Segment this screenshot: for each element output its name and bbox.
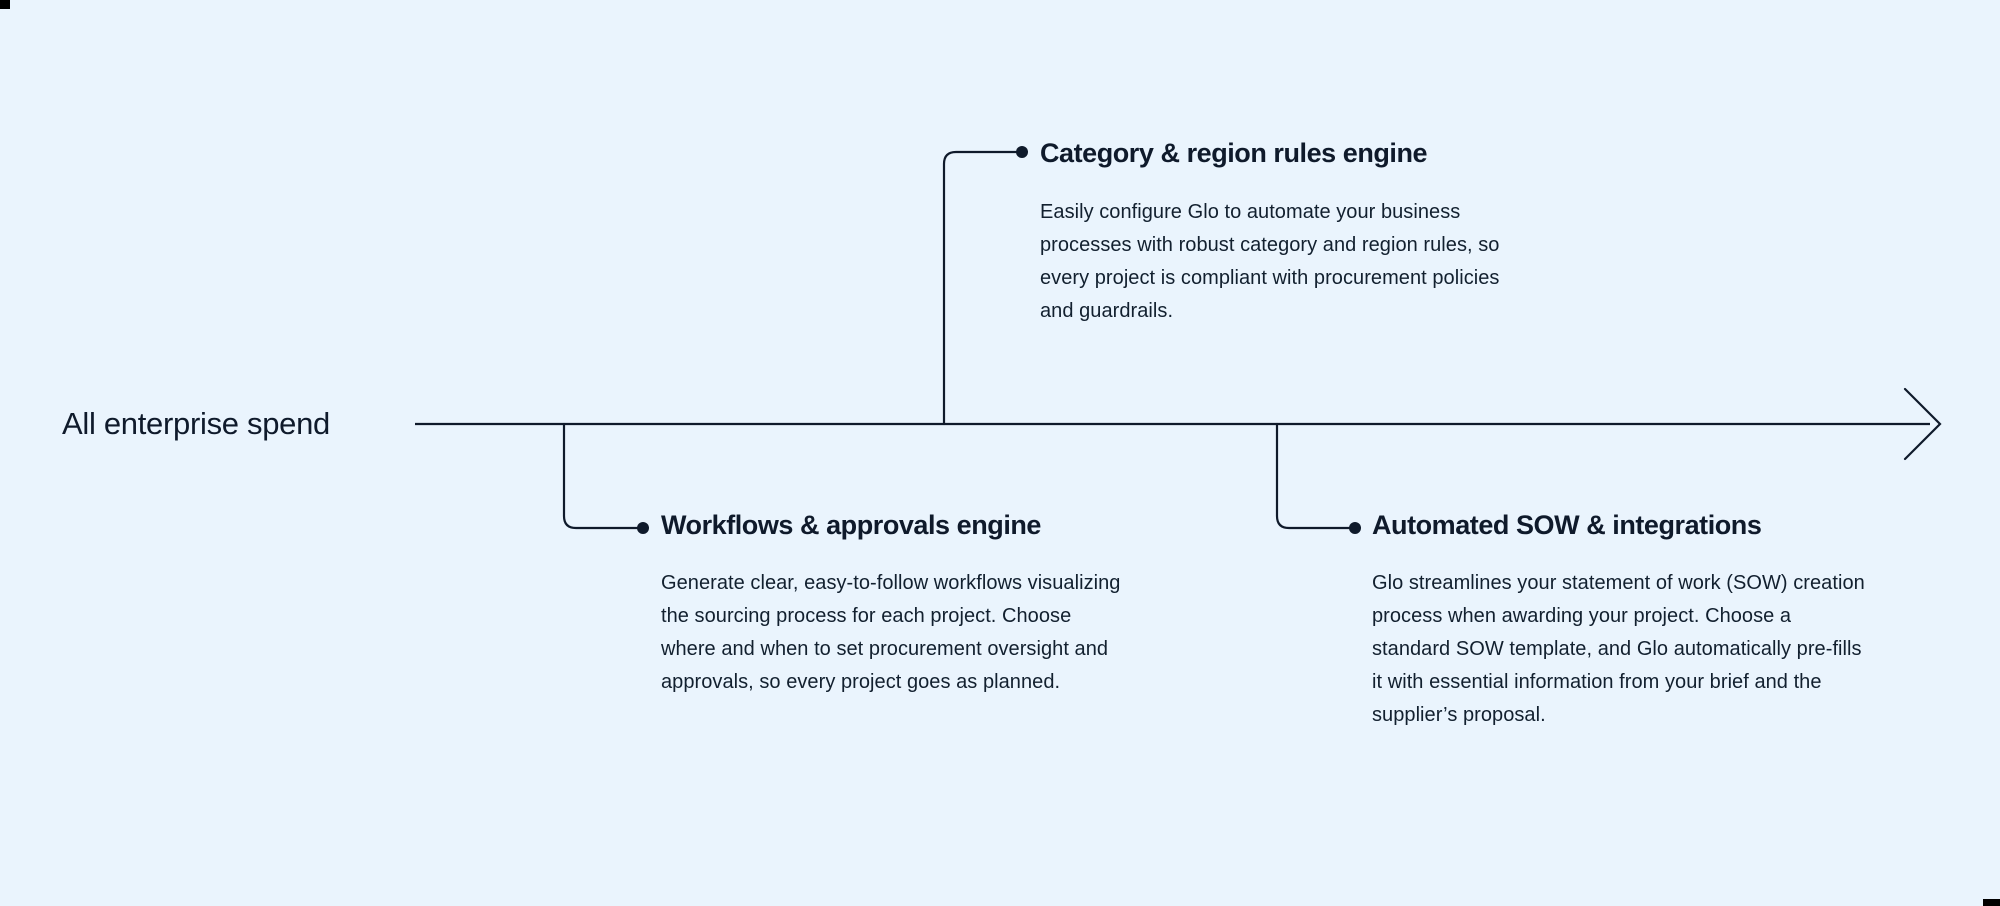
branch-automated-sow: Automated SOW & integrations Glo streaml… [1372,508,1872,732]
branch-node-dot-category [1016,146,1028,158]
branch-title-sow: Automated SOW & integrations [1372,510,1762,540]
branch-body-workflows: Generate clear, easy-to-follow workflows… [661,572,1121,693]
branch-body-category: Easily configure Glo to automate your bu… [1040,201,1500,322]
branch-connector-workflows [562,422,645,530]
corner-artifact-top-left [0,0,10,9]
branch-workflows-approvals: Workflows & approvals engine Generate cl… [661,508,1131,699]
branch-body-sow: Glo streamlines your statement of work (… [1372,572,1865,726]
timeline-arrowhead-icon [1903,387,1942,461]
branch-connector-category [942,150,1024,426]
branch-title-workflows: Workflows & approvals engine [661,510,1041,540]
corner-artifact-bottom-right [1983,899,2000,906]
branch-connector-sow [1275,422,1357,530]
branch-node-dot-sow [1349,522,1361,534]
branch-category-region-rules: Category & region rules engine Easily co… [1040,136,1510,328]
branch-title-category: Category & region rules engine [1040,138,1428,168]
timeline-axis-label: All enterprise spend [62,406,330,441]
branch-node-dot-workflows [637,522,649,534]
